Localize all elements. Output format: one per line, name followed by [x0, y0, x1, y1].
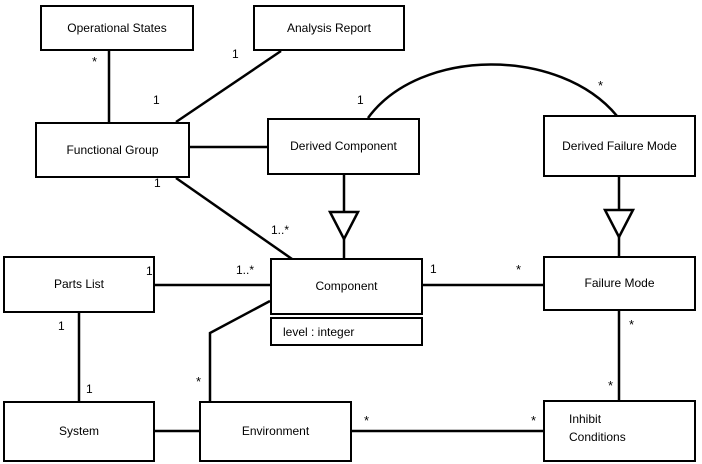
class-box-functional-group[interactable]: Functional Group	[35, 122, 190, 178]
name-compartment: Derived Component	[269, 120, 418, 173]
multiplicity-label-component-failure-mode: 1	[430, 262, 437, 276]
multiplicity-label-parts-list-system: 1	[58, 319, 65, 333]
generalization-arrowhead-component	[327, 210, 361, 242]
class-box-parts-list[interactable]: Parts List	[3, 256, 155, 313]
class-box-environment[interactable]: Environment	[199, 401, 352, 462]
class-box-system[interactable]: System	[3, 401, 155, 462]
edge-component-environment	[208, 299, 271, 401]
name-compartment: System	[5, 403, 153, 460]
name-compartment: Operational States	[42, 7, 192, 49]
multiplicity-label-functional-group-component: 1	[154, 176, 161, 190]
name-compartment: Derived Failure Mode	[545, 117, 694, 175]
class-name-label: Component	[315, 279, 378, 293]
attribute-compartment-component: level : integer	[270, 317, 423, 346]
multiplicity-label-analysis-report-end: 1	[232, 47, 239, 61]
edge-derived-component-derived-failure-mode	[366, 63, 618, 119]
name-compartment: Component	[272, 260, 421, 313]
multiplicity-label-derived-component-arc: 1	[357, 93, 364, 107]
multiplicity-label-environment-inhibit-conditions: *	[364, 413, 370, 428]
class-box-inhibit-conditions[interactable]: Inhibit Conditions	[543, 400, 696, 462]
class-box-component[interactable]: Component	[270, 258, 423, 315]
multiplicity-label-inhibit-conditions-failure-mode: *	[608, 378, 614, 393]
class-box-operational-states[interactable]: Operational States	[40, 5, 194, 51]
edge-functional-group-component	[175, 176, 293, 261]
multiplicity-label-component-parts-list: 1..*	[236, 263, 255, 277]
class-name-label: Failure Mode	[584, 276, 655, 290]
multiplicity-label-parts-list-component: 1	[146, 264, 153, 278]
multiplicity-label-inhibit-conditions-environment: *	[531, 413, 537, 428]
class-name-label: System	[58, 424, 99, 438]
name-compartment: Functional Group	[37, 124, 188, 176]
generalization-arrowhead-failure-mode	[602, 208, 636, 240]
name-compartment: Parts List	[5, 258, 153, 311]
multiplicity-label-failure-mode-component: *	[516, 262, 522, 277]
multiplicity-label-environment-component: *	[196, 374, 202, 389]
name-compartment: Analysis Report	[255, 7, 403, 49]
class-name-label: Parts List	[53, 277, 104, 291]
class-box-derived-failure-mode[interactable]: Derived Failure Mode	[543, 115, 696, 177]
class-name-label: Environment	[241, 424, 310, 438]
class-name-label: Derived Component	[290, 139, 397, 153]
class-name-label: Analysis Report	[286, 20, 372, 35]
class-name-label: Inhibit Conditions	[569, 412, 626, 444]
name-compartment: Inhibit Conditions	[545, 402, 694, 460]
name-compartment: Environment	[201, 403, 350, 460]
multiplicity-label-system-parts-list: 1	[86, 382, 93, 396]
class-box-failure-mode[interactable]: Failure Mode	[543, 256, 696, 311]
multiplicity-label-component-functional-group: 1..*	[271, 223, 290, 237]
class-name-label: Derived Failure Mode	[562, 138, 677, 153]
multiplicity-label-functional-group-analysis-report: 1	[153, 93, 160, 107]
class-box-derived-component[interactable]: Derived Component	[267, 118, 420, 175]
multiplicity-label-failure-mode-inhibit-conditions: *	[629, 317, 635, 332]
class-name-label: Operational States	[67, 20, 167, 35]
attribute-label-level: level : integer	[283, 324, 355, 339]
multiplicity-label-operational-states: *	[92, 54, 98, 69]
multiplicity-label-derived-failure-mode-arc: *	[598, 78, 604, 93]
edge-analysis-report-functional-group	[175, 49, 282, 124]
class-box-analysis-report[interactable]: Analysis Report	[253, 5, 405, 51]
class-name-label: Functional Group	[66, 142, 159, 157]
name-compartment: Failure Mode	[545, 258, 694, 309]
